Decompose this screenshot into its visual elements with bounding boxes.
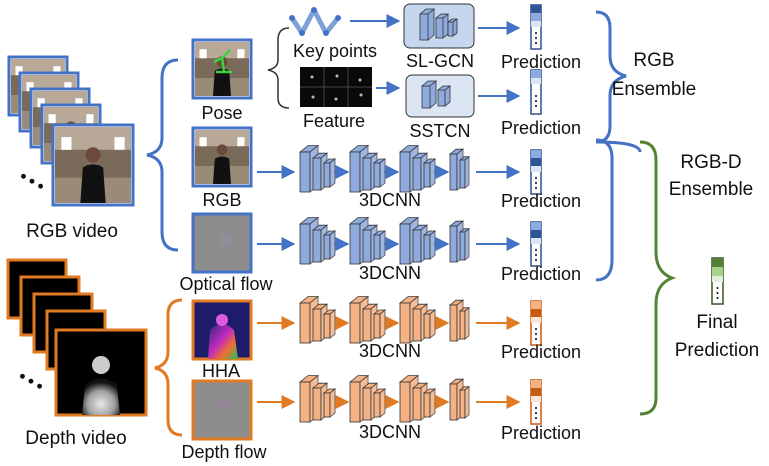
rgbd-ensemble-label-2: Ensemble: [669, 179, 754, 200]
network-block: [422, 158, 437, 188]
rgbd-ensemble-label-1: RGB-D: [680, 152, 741, 173]
cnn-label: 3DCNN: [359, 341, 421, 361]
prediction-vector-icon: [530, 221, 542, 267]
prediction-vector-icon: [530, 69, 542, 115]
depth-ellipsis: • • •: [15, 366, 48, 396]
network-block: [422, 309, 437, 339]
prediction-label: Prediction: [501, 342, 581, 362]
final-prediction-label-1: Final: [696, 312, 737, 333]
network-block: [322, 309, 337, 339]
network-block: [372, 309, 387, 339]
cnn-row: 3DCNN Prediction: [257, 216, 581, 284]
cnn-row: 3DCNN Prediction: [257, 144, 581, 211]
cnn-label: 3DCNN: [359, 190, 421, 210]
rgbd-ensemble-brace: [639, 140, 677, 416]
feature-map-icon: [300, 67, 372, 107]
cnn-label: 3DCNN: [359, 263, 421, 283]
network-block: [372, 388, 387, 418]
prediction-label: Prediction: [501, 191, 581, 211]
network-block: [458, 385, 471, 419]
network-block: [458, 227, 471, 261]
depth-flow-modality: Depth flow: [181, 379, 268, 462]
network-block: [458, 306, 471, 340]
network-block: [372, 230, 387, 260]
prediction-vector-icon: [530, 379, 542, 425]
network-block: [458, 155, 471, 189]
slgcn-label: SL-GCN: [406, 51, 474, 71]
cnn-row: 3DCNN Prediction: [257, 295, 581, 362]
sstcn-box: [405, 74, 475, 118]
depth-flow-label: Depth flow: [181, 442, 267, 462]
depth-frame: [54, 328, 148, 417]
rgb-video-stack: • • • RGB video: [7, 55, 135, 242]
rgb-frame: [51, 123, 135, 207]
rgb-ensemble-to-rgbd-brace: [595, 140, 642, 153]
network-block: [422, 388, 437, 418]
rgb-ensemble-brace: [595, 10, 627, 144]
rgb-ensemble-label-1: RGB: [633, 50, 674, 71]
prediction-label: Prediction: [501, 118, 581, 138]
cnn-row: 3DCNN Prediction: [257, 374, 581, 443]
feature-label: Feature: [303, 111, 365, 131]
keypoints-label: Key points: [293, 41, 377, 61]
hha-label: HHA: [202, 361, 240, 381]
optical-flow-modality: Optical flow: [179, 212, 274, 294]
pose-branch-brace: [267, 27, 290, 109]
3dcnn-blocks-icon: [420, 80, 452, 109]
rgb-modality: RGB: [191, 126, 253, 210]
rgb-ensemble-label-2: Ensemble: [612, 79, 697, 100]
cnn-label: 3DCNN: [359, 422, 421, 442]
network-block: [422, 230, 437, 260]
prediction-label: Prediction: [501, 52, 581, 72]
pose-modality: Pose: [191, 38, 253, 123]
slgcn-box: [403, 3, 475, 49]
hha-modality: HHA: [191, 299, 253, 381]
prediction-vector-icon: [530, 149, 542, 195]
final-prediction-vector-icon: [711, 257, 724, 305]
skeleton-keypoints-icon: [289, 7, 341, 36]
prediction-label: Prediction: [501, 423, 581, 443]
rgb-video-label: RGB video: [26, 221, 118, 242]
network-block: [322, 388, 337, 418]
depth-video-stack: • • • Depth video: [6, 258, 148, 449]
prediction-label: Prediction: [501, 264, 581, 284]
prediction-vector-icon: [530, 300, 542, 346]
network-block: [372, 158, 387, 188]
rgb-label: RGB: [202, 190, 241, 210]
rgb-ellipsis: • • •: [16, 166, 49, 196]
network-block: [322, 230, 337, 260]
rgb-cnn-ensemble-brace: [595, 138, 614, 282]
pose-label: Pose: [201, 103, 242, 123]
final-prediction-label-2: Prediction: [675, 340, 760, 361]
network-block: [322, 158, 337, 188]
3dcnn-blocks-icon: [418, 8, 459, 41]
rgb-input-brace: [146, 58, 179, 252]
sstcn-label: SSTCN: [409, 121, 470, 141]
depth-video-label: Depth video: [25, 428, 126, 449]
prediction-vector-icon: [530, 4, 542, 50]
optical-flow-label: Optical flow: [179, 274, 273, 294]
depth-input-brace: [154, 298, 183, 437]
